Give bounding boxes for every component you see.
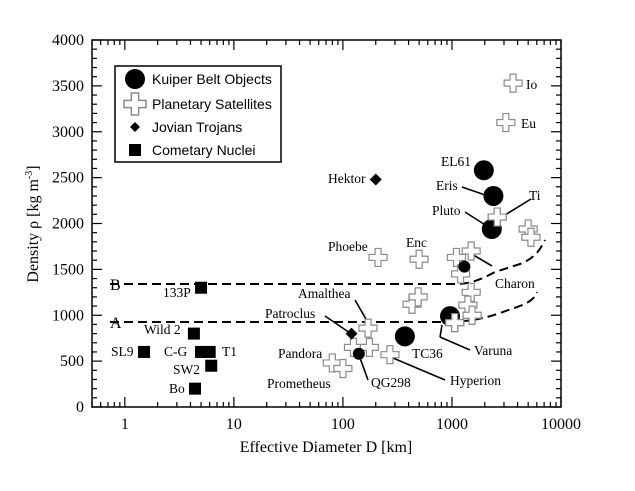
x-axis-ticks	[91, 40, 562, 407]
y-tick-label: 4000	[52, 32, 84, 49]
legend-satellite-label: Planetary Satellites	[152, 96, 272, 112]
y-tick-label: 2500	[52, 170, 84, 187]
label-el61: EL61	[441, 154, 471, 169]
label-ti: Ti	[529, 188, 541, 203]
y-tick-label: 500	[60, 353, 84, 370]
x-tick-label: 10000	[541, 416, 581, 433]
label-amalthea: Amalthea	[298, 286, 350, 301]
y-axis-ticks	[92, 39, 561, 408]
label-wild2: Wild 2	[144, 322, 181, 337]
satellite-marker	[496, 112, 516, 133]
label-133p: 133P	[163, 285, 191, 300]
y-tick-label: 1000	[52, 307, 84, 324]
comet-marker	[187, 327, 200, 340]
legend-trojan-icon	[130, 122, 140, 132]
label-hektor: Hektor	[328, 171, 366, 186]
legend: Kuiper Belt Objects Planetary Satellites…	[114, 65, 282, 163]
satellite-marker	[409, 249, 429, 269]
line-a-label: A	[110, 315, 122, 332]
label-cg: C-G	[164, 344, 188, 359]
x-tick-label: 100	[331, 416, 355, 433]
label-sl9: SL9	[111, 344, 134, 359]
label-enc: Enc	[406, 235, 427, 250]
satellite-marker	[358, 318, 378, 338]
y-tick-label: 3000	[52, 124, 84, 141]
label-eu: Eu	[521, 116, 536, 131]
y-tick-label: 1500	[52, 261, 84, 278]
point-labels: Io Eu EL61 Eris Pluto Ti Hektor Phoebe E…	[111, 77, 541, 396]
legend-comet-label: Cometary Nuclei	[152, 142, 255, 158]
y-tick-label: 3500	[52, 78, 84, 95]
label-pandora: Pandora	[278, 346, 322, 361]
label-t1: T1	[222, 344, 237, 359]
kbo-marker	[473, 160, 494, 181]
kbo-marker	[483, 185, 504, 206]
label-bo: Bo	[169, 381, 185, 396]
label-qg298: QG298	[371, 375, 411, 390]
label-pluto: Pluto	[432, 203, 461, 218]
comet-marker	[138, 345, 151, 358]
x-axis-tick-labels: 1 10 100 1000 10000	[121, 416, 581, 433]
label-patroclus: Patroclus	[265, 306, 315, 321]
line-b-label: B	[110, 277, 121, 294]
label-charon: Charon	[495, 276, 535, 291]
legend-kbo-icon	[125, 69, 145, 89]
satellite-marker	[503, 73, 523, 93]
x-tick-label: 1	[121, 416, 129, 433]
legend-comet-icon	[129, 144, 141, 156]
comet-marker	[205, 359, 218, 372]
label-varuna: Varuna	[474, 343, 512, 358]
comet-marker	[188, 382, 201, 395]
comet-marker	[203, 345, 216, 358]
satellite-marker	[380, 345, 400, 365]
x-tick-label: 10	[226, 416, 242, 433]
label-prometheus: Prometheus	[267, 376, 331, 391]
kbo-marker	[352, 347, 365, 360]
y-axis-label: Density ρ [kg m-3]	[24, 165, 42, 282]
kbo-marker	[458, 260, 471, 273]
label-sw2: SW2	[173, 362, 200, 377]
legend-trojan-label: Jovian Trojans	[152, 119, 242, 135]
x-axis-label: Effective Diameter D [km]	[240, 439, 413, 456]
x-tick-label: 1000	[436, 416, 468, 433]
legend-kbo-label: Kuiper Belt Objects	[152, 71, 272, 87]
trojan-marker	[369, 173, 382, 186]
y-tick-label: 0	[76, 399, 84, 416]
y-tick-label: 2000	[52, 216, 84, 233]
label-hyperion: Hyperion	[450, 373, 501, 388]
y-axis-tick-labels: 0 500 1000 1500 2000 2500 3000 3500 4000	[52, 32, 84, 416]
label-eris: Eris	[436, 178, 458, 193]
label-io: Io	[526, 77, 537, 92]
label-phoebe: Phoebe	[328, 239, 368, 254]
comet-marker	[195, 281, 208, 294]
trojan-marker	[345, 327, 358, 340]
satellite-marker	[368, 247, 388, 268]
data-markers	[138, 73, 541, 395]
kbo-marker	[394, 326, 415, 347]
label-tc36: TC36	[412, 346, 443, 361]
